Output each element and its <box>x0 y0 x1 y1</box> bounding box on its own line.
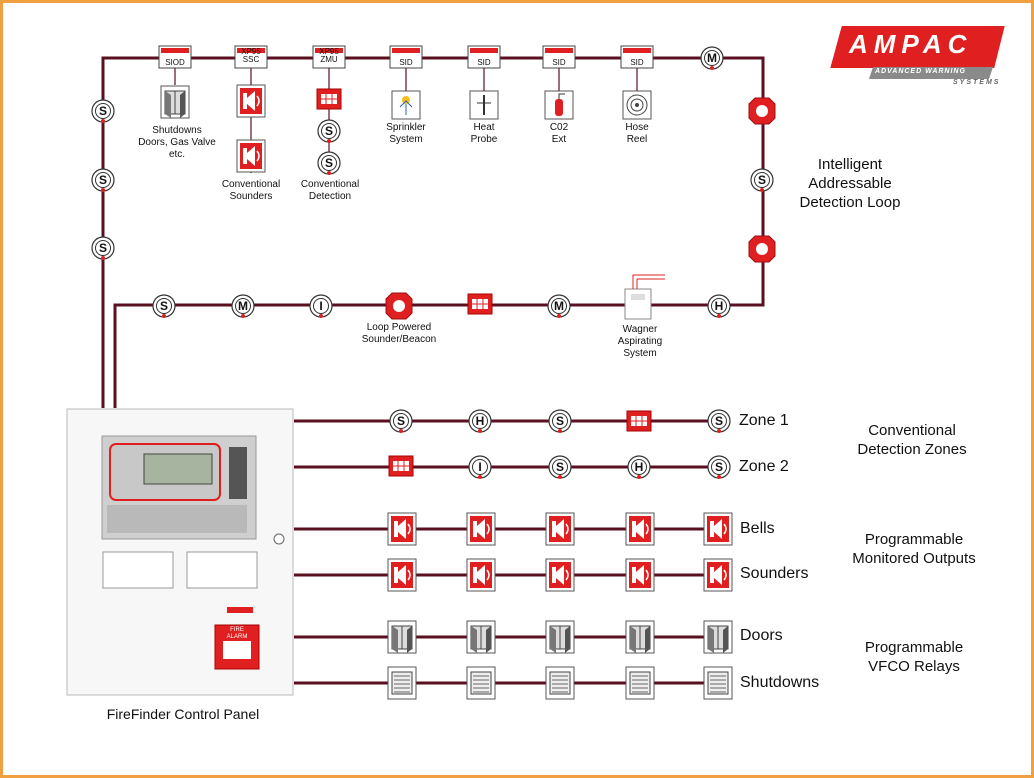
panel-caption: FireFinder Control Panel <box>106 706 260 722</box>
zone-1-d1-letter: S <box>396 414 405 428</box>
caption-ssc: Conventional Sounders <box>221 179 281 202</box>
zmu-smoke-1-letter: S <box>324 124 333 138</box>
zmu-smoke-2-letter: S <box>324 156 333 170</box>
group-conventional: Conventional Detection Zones <box>857 422 967 458</box>
zone-2-d2-letter: I <box>478 460 482 474</box>
sounders-label: Sounders <box>740 565 809 582</box>
sprinkler-icon <box>391 90 421 120</box>
zone-1-label: Zone 1 <box>739 412 789 429</box>
loop-smoke-left-3-letter: S <box>98 241 107 255</box>
co2-extinguisher-icon <box>544 90 574 120</box>
group-relays: Programmable VFCO Relays <box>864 639 964 675</box>
logo-tagline-2: SYSTEMS <box>953 79 1001 86</box>
ssc-sounder-icon <box>236 84 266 118</box>
doors-label: Doors <box>740 627 783 644</box>
caption-co2: C02 Ext <box>549 122 569 145</box>
loop-alarm-bottom-icon <box>467 293 493 315</box>
caption-wagner: Wagner Aspirating System <box>617 324 663 359</box>
zone-1-d5-letter: S <box>714 414 723 428</box>
caption-sprinkler: Sprinkler System <box>386 122 426 145</box>
caption-heat-probe: Heat Probe <box>470 122 498 145</box>
loop-title: Intelligent Addressable Detection Loop <box>799 156 901 211</box>
module-label-sid-2: SID <box>477 58 491 67</box>
loop-beacon-right-1-icon <box>748 97 776 125</box>
zone-1-d2-letter: H <box>475 414 485 428</box>
module-label-zmu: XP95 ZMU <box>319 47 339 64</box>
loop-manual-bottom-2-letter: M <box>554 299 564 313</box>
loop-smoke-right-letter: S <box>757 173 766 187</box>
shutdowns-label: Shutdowns <box>740 674 820 691</box>
ssc-sounder-2-icon <box>236 139 266 173</box>
caption-zmu: Conventional Detection <box>300 179 360 202</box>
wiring-diagram <box>66 24 1008 700</box>
zone-2-d5-letter: S <box>714 460 723 474</box>
wagner-aspirating-icon <box>624 274 665 320</box>
zone-2-label: Zone 2 <box>739 458 789 475</box>
loop-beacon-right-2-icon <box>748 235 776 263</box>
loop-heat-bottom-letter: H <box>714 299 724 313</box>
logo-tagline: ADVANCED WARNING <box>875 68 966 75</box>
module-label-sid-3: SID <box>552 58 566 67</box>
caption-beacon: Loop Powered Sounder/Beacon <box>361 322 437 345</box>
group-monitored: Programmable Monitored Outputs <box>852 531 976 567</box>
module-label-sid-4: SID <box>630 58 644 67</box>
module-label-sid-1: SID <box>399 58 413 67</box>
module-label-siod: SIOD <box>165 58 185 67</box>
zone-1-d3-letter: S <box>555 414 564 428</box>
loop-smoke-left-1-letter: S <box>98 104 107 118</box>
loop-ion-bottom-letter: I <box>319 299 323 313</box>
heat-probe-icon <box>469 90 499 120</box>
loop-manual-top-letter: M <box>707 51 717 65</box>
zone-2-d3-letter: S <box>555 460 564 474</box>
logo-brand: AMPAC <box>849 29 973 59</box>
loop-beacon-bottom-icon <box>385 292 413 320</box>
caption-hose-reel: Hose Reel <box>625 122 649 145</box>
caption-siod: Shutdowns Doors, Gas Valve etc. <box>138 125 216 160</box>
control-panel <box>66 408 294 696</box>
siod-door-icon <box>160 85 190 119</box>
zone-2-d4-letter: H <box>634 460 644 474</box>
loop-manual-bottom-1-letter: M <box>238 299 248 313</box>
ampac-logo <box>827 24 1008 79</box>
loop-smoke-left-2-letter: S <box>98 173 107 187</box>
bells-label: Bells <box>740 520 775 537</box>
call-point-label: FIRE ALARM <box>226 627 248 640</box>
module-label-ssc: XP95 SSC <box>241 47 261 64</box>
zmu-alarm-icon <box>316 88 342 110</box>
loop-smoke-bottom-letter: S <box>159 299 168 313</box>
hose-reel-icon <box>622 90 652 120</box>
